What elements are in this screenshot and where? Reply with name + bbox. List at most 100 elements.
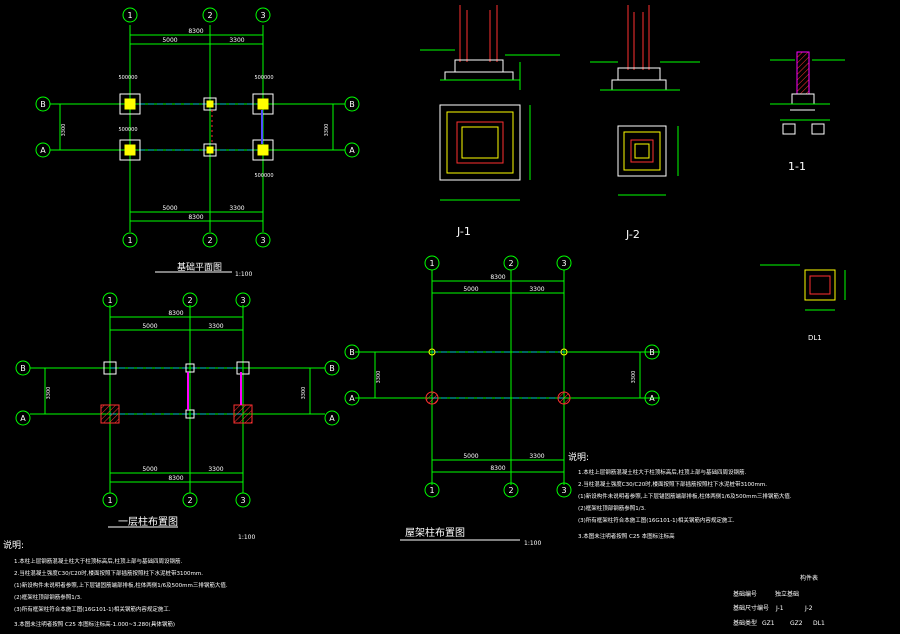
floor1-dim-top-total: 8300 xyxy=(168,310,183,317)
foundation-scale: 1:100 xyxy=(235,271,252,278)
roof-dim-top-total: 8300 xyxy=(490,274,505,281)
foundation-elev-label-2: 500000 xyxy=(254,75,273,81)
foundation-elev-label: 500000 xyxy=(118,75,137,81)
floor1-dim-bot-2: 3300 xyxy=(208,466,223,473)
roof-axis-3-top: 3 xyxy=(561,259,566,268)
roof-side-dim-right: 3300 xyxy=(631,371,637,384)
foundation-axis-1-top: 1 xyxy=(127,11,132,20)
notes-left-heading: 说明: xyxy=(3,539,24,551)
notes-right-line: (3)所有框架柱符合本施工图(16G101-1)相关钢筋内容规定施工. xyxy=(578,516,735,524)
floor1-plan xyxy=(30,305,325,493)
legend-cell: 基础尺寸编号 xyxy=(733,604,769,612)
floor1-axis-3-top: 3 xyxy=(240,296,245,305)
roof-axis-b-right: B xyxy=(649,348,655,357)
foundation-dim-bot-2: 3300 xyxy=(229,205,244,212)
foundation-side-dim-right: 3300 xyxy=(324,124,330,137)
detail-dl1 xyxy=(760,264,846,311)
legend-cell: 基础编号 xyxy=(733,590,757,598)
foundation-axis-a-left: A xyxy=(40,146,46,155)
roof-dim-bot-total: 8300 xyxy=(490,465,505,472)
foundation-plan xyxy=(50,25,345,232)
notes-left-line: (3)所有框架柱符合本施工图(16G101-1)相关钢筋内容规定施工. xyxy=(14,605,171,613)
roof-axis-a-left: A xyxy=(349,394,355,403)
notes-left-line: 3.本图未注明者按照 C25 本图标注标高-1.000~3.280(具体钢筋) xyxy=(14,620,175,628)
legend-cell: J-2 xyxy=(804,605,813,612)
detail-j2-label: J-2 xyxy=(625,228,640,241)
floor1-axis-2-bottom: 2 xyxy=(187,496,192,505)
legend-cell: DL1 xyxy=(813,620,825,627)
foundation-dim-top-2: 3300 xyxy=(229,37,244,44)
roof-axis-3-bottom: 3 xyxy=(561,486,566,495)
detail-j1 xyxy=(420,5,560,201)
floor1-dim-bot-1: 5000 xyxy=(142,466,157,473)
legend-cell: GZ2 xyxy=(790,620,803,627)
roof-dim-top-2: 3300 xyxy=(529,286,544,293)
roof-title: 屋架柱布置图 xyxy=(405,526,465,539)
floor1-dim-top-1: 5000 xyxy=(142,323,157,330)
foundation-dim-bot-total: 8300 xyxy=(188,214,203,221)
notes-left-line: (1)新设构件未说明者参照,上下层锚固筋端部排板,柱体两侧1/6及500mm三排… xyxy=(14,581,228,589)
roof-labels: 1 2 3 1 2 3 B A B A 8300 5000 3300 5000 … xyxy=(349,259,655,495)
foundation-side-dim: 3300 xyxy=(61,124,67,137)
roof-scale: 1:100 xyxy=(524,540,541,547)
floor1-axis-b-left: B xyxy=(20,364,26,373)
foundation-axis-bubbles xyxy=(35,7,360,248)
roof-dim-bot-2: 3300 xyxy=(529,453,544,460)
foundation-axis-3-bottom: 3 xyxy=(260,236,265,245)
detail-j1-label: J-1 xyxy=(456,225,471,238)
floor1-axis-b-right: B xyxy=(329,364,335,373)
floor1-axis-a-left: A xyxy=(20,414,26,423)
section-1-1-label: 1-1 xyxy=(788,160,806,173)
notes-right-heading: 说明: xyxy=(568,451,589,463)
legend-cell: GZ1 xyxy=(762,620,775,627)
notes-left: 说明: 1.本柱上层钢筋混凝土柱大于柱顶标高后,柱顶上部与基础四周设钢筋. 2.… xyxy=(3,539,228,628)
floor1-dim-top-2: 3300 xyxy=(208,323,223,330)
legend-table: 构件表 基础编号 独立基础 基础尺寸编号 J-1 J-2 基础类型 GZ1 GZ… xyxy=(733,574,825,627)
foundation-labels: 1 2 3 1 2 3 B A B A 8300 5000 3300 5000 … xyxy=(40,11,355,245)
notes-right: 说明: 1.本柱上层钢筋混凝土柱大于柱顶标高后,柱顶上部与基础四周设钢筋. 2.… xyxy=(568,451,792,540)
roof-axis-2-bottom: 2 xyxy=(508,486,513,495)
floor1-axis-1-bottom: 1 xyxy=(107,496,112,505)
notes-right-line: 3.本图未注明者按照 C25 本图标注标高 xyxy=(578,532,675,540)
floor1-side-dim-right: 3300 xyxy=(301,387,307,400)
foundation-title: 基础平面图 xyxy=(177,261,222,273)
foundation-axis-a-right: A xyxy=(349,146,355,155)
foundation-axis-2-bottom: 2 xyxy=(207,236,212,245)
foundation-axis-2-top: 2 xyxy=(207,11,212,20)
floor1-axis-1-top: 1 xyxy=(107,296,112,305)
foundation-axis-b-left: B xyxy=(40,100,46,109)
notes-left-line: (2)框架柱顶部钢筋参照1/3. xyxy=(14,593,82,601)
floor1-title: 一层柱布置图 xyxy=(118,515,178,528)
roof-axis-b-left: B xyxy=(349,348,355,357)
foundation-axis-1-bottom: 1 xyxy=(127,236,132,245)
legend-title: 构件表 xyxy=(800,574,818,582)
floor1-axis-3-bottom: 3 xyxy=(240,496,245,505)
foundation-dim-top-1: 5000 xyxy=(162,37,177,44)
roof-axis-a-right: A xyxy=(649,394,655,403)
notes-right-line: (2)框架柱顶部钢筋参照1/3. xyxy=(578,504,646,512)
roof-axis-2-top: 2 xyxy=(508,259,513,268)
floor1-labels: 1 2 3 1 2 3 B A B A 8300 5000 3300 5000 … xyxy=(20,296,335,505)
detail-j2 xyxy=(590,5,700,196)
detail-dl1-label: DL1 xyxy=(808,334,822,342)
legend-cell: 基础类型 xyxy=(733,619,757,627)
roof-dim-top-1: 5000 xyxy=(463,286,478,293)
floor1-side-dim: 3300 xyxy=(46,387,52,400)
floor1-axis-2-top: 2 xyxy=(187,296,192,305)
floor1-axis-bubbles xyxy=(15,292,340,508)
roof-plan xyxy=(355,270,660,485)
floor1-scale: 1:100 xyxy=(238,534,255,541)
legend-cell: J-1 xyxy=(775,605,784,612)
section-1-1 xyxy=(770,51,845,135)
foundation-dim-top-total: 8300 xyxy=(188,28,203,35)
roof-side-dim: 3300 xyxy=(376,371,382,384)
foundation-axis-b-right: B xyxy=(349,100,355,109)
notes-right-line: 2.当柱混凝土强度C30/C20时,楼面按照下部插筋按照柱下水泥桩带3100mm… xyxy=(578,480,767,488)
notes-right-line: 1.本柱上层钢筋混凝土柱大于柱顶标高后,柱顶上部与基础四周设钢筋. xyxy=(578,468,746,476)
notes-left-line: 2.当柱混凝土强度C30/C20时,楼面按照下部插筋按照柱下水泥桩带3100mm… xyxy=(14,569,203,577)
roof-axis-1-top: 1 xyxy=(429,259,434,268)
foundation-dim-bot-1: 5000 xyxy=(162,205,177,212)
roof-dim-bot-1: 5000 xyxy=(463,453,478,460)
floor1-axis-a-right: A xyxy=(329,414,335,423)
